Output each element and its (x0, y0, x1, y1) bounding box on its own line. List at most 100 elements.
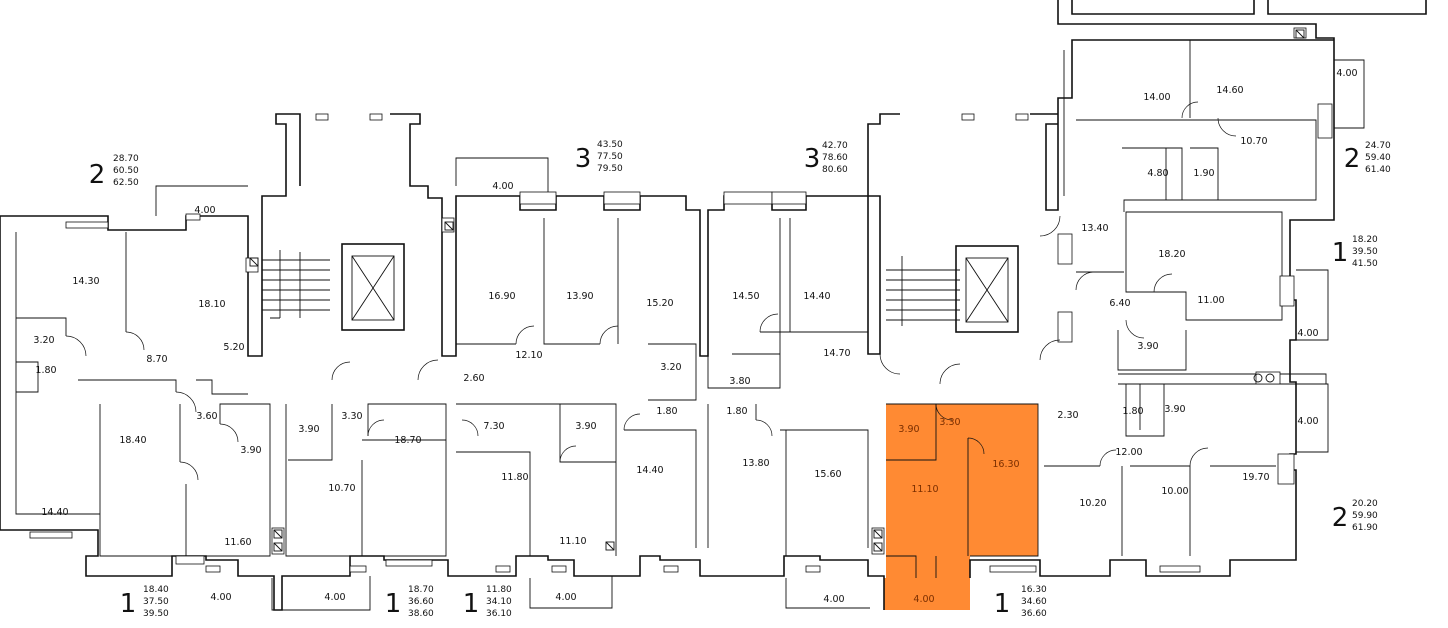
apartment-area-full: 41.50 (1352, 259, 1378, 269)
room-area: 4.00 (1297, 328, 1318, 339)
room-area: 4.00 (492, 181, 513, 192)
apartment-area-total: 59.90 (1352, 511, 1378, 521)
room-area: 14.70 (823, 348, 850, 359)
apartment-label[interactable]: 1 11.80 34.10 36.10 (463, 585, 512, 619)
apartment-area-full: 80.60 (822, 165, 848, 175)
room-area: 3.90 (298, 424, 319, 435)
outer-walls (0, 0, 1427, 611)
room-area: 6.40 (1109, 298, 1130, 309)
apartment-area-total: 36.60 (408, 597, 434, 607)
room-area: 5.20 (223, 342, 244, 353)
apartment-label[interactable]: 2 28.70 60.50 62.50 (89, 154, 139, 190)
room-area: 11.80 (501, 472, 528, 483)
room-area: 14.30 (72, 276, 99, 287)
room-area: 3.80 (729, 376, 750, 387)
apartment-area-total: 34.10 (486, 597, 512, 607)
apartment-area-living: 18.20 (1352, 235, 1378, 245)
vent-icon (605, 541, 615, 551)
room-area: 19.70 (1242, 472, 1269, 483)
apartment-label[interactable]: 3 43.50 77.50 79.50 (575, 140, 623, 174)
apartment-room-count: 2 (1344, 144, 1361, 174)
apartment-area-living: 18.70 (408, 585, 434, 595)
vent-icon (1295, 29, 1305, 39)
room-area: 8.70 (146, 354, 167, 365)
apartment-label[interactable]: 2 20.20 59.90 61.90 (1332, 499, 1378, 533)
apartment-area-full: 39.50 (143, 609, 169, 619)
apartment-label[interactable]: 2 24.70 59.40 61.40 (1344, 141, 1391, 175)
apartment-area-living: 18.40 (143, 585, 169, 595)
apartment-area-living: 11.80 (486, 585, 512, 595)
room-area: 14.40 (636, 465, 663, 476)
room-area: 10.00 (1161, 486, 1188, 497)
apartment-area-full: 61.90 (1352, 523, 1378, 533)
room-area: 18.70 (394, 435, 421, 446)
room-area: 3.90 (240, 445, 261, 456)
vent-icon (249, 257, 259, 267)
apartment-room-count: 2 (89, 160, 106, 190)
room-area: 14.50 (732, 291, 759, 302)
room-area: 4.00 (194, 205, 215, 216)
room-area: 13.80 (742, 458, 769, 469)
apartment-label[interactable]: 3 42.70 78.60 80.60 (804, 141, 848, 175)
apartment-area-total: 60.50 (113, 166, 139, 176)
apartment-label[interactable]: 1 18.70 36.60 38.60 (385, 585, 434, 619)
boiler-icon (1253, 373, 1275, 383)
stairwell-right (886, 245, 1019, 333)
room-area: 13.40 (1081, 223, 1108, 234)
room-area: 15.20 (646, 298, 673, 309)
room-area: 4.80 (1147, 168, 1168, 179)
room-area: 3.90 (575, 421, 596, 432)
room-area: 10.70 (328, 483, 355, 494)
room-area: 14.60 (1216, 85, 1243, 96)
apartment-label[interactable]: 1 16.30 34.60 36.60 (994, 585, 1047, 619)
apartment-area-total: 39.50 (1352, 247, 1378, 257)
room-area: 16.30 (992, 459, 1019, 470)
room-area: 1.90 (1193, 168, 1214, 179)
apartment-area-total: 37.50 (143, 597, 169, 607)
room-area: 14.40 (41, 507, 68, 518)
apartment-room-count: 1 (385, 589, 402, 619)
vent-icon (444, 221, 454, 231)
room-area: 7.30 (483, 421, 504, 432)
room-area: 4.00 (324, 592, 345, 603)
apartment-area-total: 77.50 (597, 152, 623, 162)
room-area: 18.20 (1158, 249, 1185, 260)
apartment-label[interactable]: 1 18.40 37.50 39.50 (120, 585, 169, 619)
highlighted-apartment-fill (884, 404, 1038, 610)
stair-elevator-cores (262, 243, 1019, 333)
apartment-area-living: 42.70 (822, 141, 848, 151)
room-area: 11.60 (224, 537, 251, 548)
room-area: 18.40 (119, 435, 146, 446)
apartment-area-full: 62.50 (113, 178, 139, 188)
interior-walls (15, 40, 1327, 578)
apartment-area-full: 38.60 (408, 609, 434, 619)
apartment-room-count: 1 (994, 589, 1011, 619)
room-area: 3.90 (1137, 341, 1158, 352)
apartment-area-full: 79.50 (597, 164, 623, 174)
room-area: 3.30 (341, 411, 362, 422)
apartment-area-total: 34.60 (1021, 597, 1047, 607)
apartment-labels: 2 28.70 60.50 62.50 3 43.50 77.50 79.50 … (89, 140, 1391, 619)
apartment-area-living: 28.70 (113, 154, 139, 164)
room-area: 3.90 (1164, 404, 1185, 415)
apartment-label[interactable]: 1 18.20 39.50 41.50 (1332, 235, 1378, 269)
apartment-room-count: 2 (1332, 503, 1349, 533)
apartment-room-count: 3 (804, 144, 821, 174)
room-area: 3.90 (898, 424, 919, 435)
room-area: 3.20 (660, 362, 681, 373)
room-area: 1.80 (726, 406, 747, 417)
room-area: 13.90 (566, 291, 593, 302)
apartment-area-full: 36.60 (1021, 609, 1047, 619)
apartment-room-count: 1 (120, 589, 137, 619)
apartment-room-count: 1 (463, 589, 480, 619)
door-swings (65, 101, 1237, 481)
room-area: 11.10 (559, 536, 586, 547)
highlighted-apartment[interactable] (884, 404, 1038, 610)
room-area: 18.10 (198, 299, 225, 310)
vent-icon (873, 529, 883, 539)
vent-icon (273, 529, 283, 539)
apartment-area-full: 61.40 (1365, 165, 1391, 175)
room-area: 11.00 (1197, 295, 1224, 306)
room-area: 2.60 (463, 373, 484, 384)
